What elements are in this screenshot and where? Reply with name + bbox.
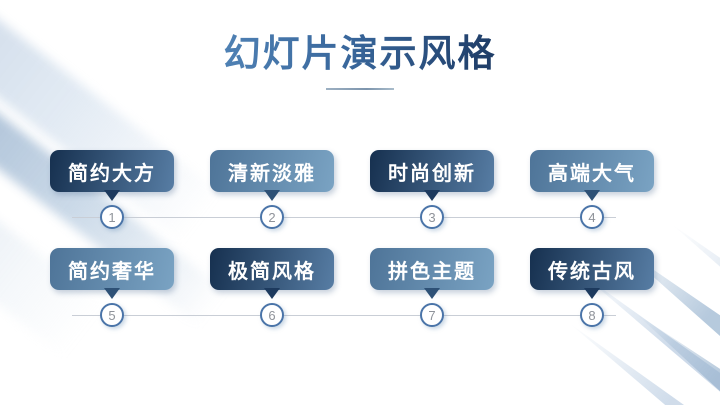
step-number-node: 5: [100, 303, 124, 327]
bubble-tail: [424, 190, 440, 201]
style-option-bubble: 拼色主题: [370, 248, 494, 290]
style-option-bubble: 传统古风: [530, 248, 654, 290]
style-option-bubble: 简约奢华: [50, 248, 174, 290]
step-number-node: 7: [420, 303, 444, 327]
style-option-bubble: 时尚创新: [370, 150, 494, 192]
timeline-line: [72, 315, 616, 316]
bubble-tail: [584, 190, 600, 201]
style-item-2: 清新淡雅 2: [210, 150, 334, 242]
bubble-tail: [104, 288, 120, 299]
bubble-tail: [424, 288, 440, 299]
style-item-7: 拼色主题 7: [370, 248, 494, 340]
step-number-node: 4: [580, 205, 604, 229]
style-item-6: 极简风格 6: [210, 248, 334, 340]
style-row-2: 简约奢华 5 极简风格 6 拼色主题 7 传统古风 8: [0, 248, 720, 340]
step-number-node: 1: [100, 205, 124, 229]
step-number-node: 8: [580, 303, 604, 327]
step-number-node: 2: [260, 205, 284, 229]
bubble-tail: [264, 288, 280, 299]
bubble-tail: [584, 288, 600, 299]
style-option-bubble: 清新淡雅: [210, 150, 334, 192]
style-item-8: 传统古风 8: [530, 248, 654, 340]
style-item-1: 简约大方 1: [50, 150, 174, 242]
style-option-bubble: 极简风格: [210, 248, 334, 290]
style-item-5: 简约奢华 5: [50, 248, 174, 340]
style-option-bubble: 简约大方: [50, 150, 174, 192]
bubble-tail: [104, 190, 120, 201]
title-block: 幻灯片演示风格: [0, 33, 720, 90]
step-number-node: 3: [420, 205, 444, 229]
style-option-bubble: 高端大气: [530, 150, 654, 192]
style-item-4: 高端大气 4: [530, 150, 654, 242]
style-row-1: 简约大方 1 清新淡雅 2 时尚创新 3 高端大气 4: [0, 150, 720, 242]
style-item-3: 时尚创新 3: [370, 150, 494, 242]
timeline-line: [72, 217, 616, 218]
slide-title: 幻灯片演示风格: [223, 33, 497, 74]
bubble-tail: [264, 190, 280, 201]
step-number-node: 6: [260, 303, 284, 327]
title-underline: [326, 87, 394, 90]
